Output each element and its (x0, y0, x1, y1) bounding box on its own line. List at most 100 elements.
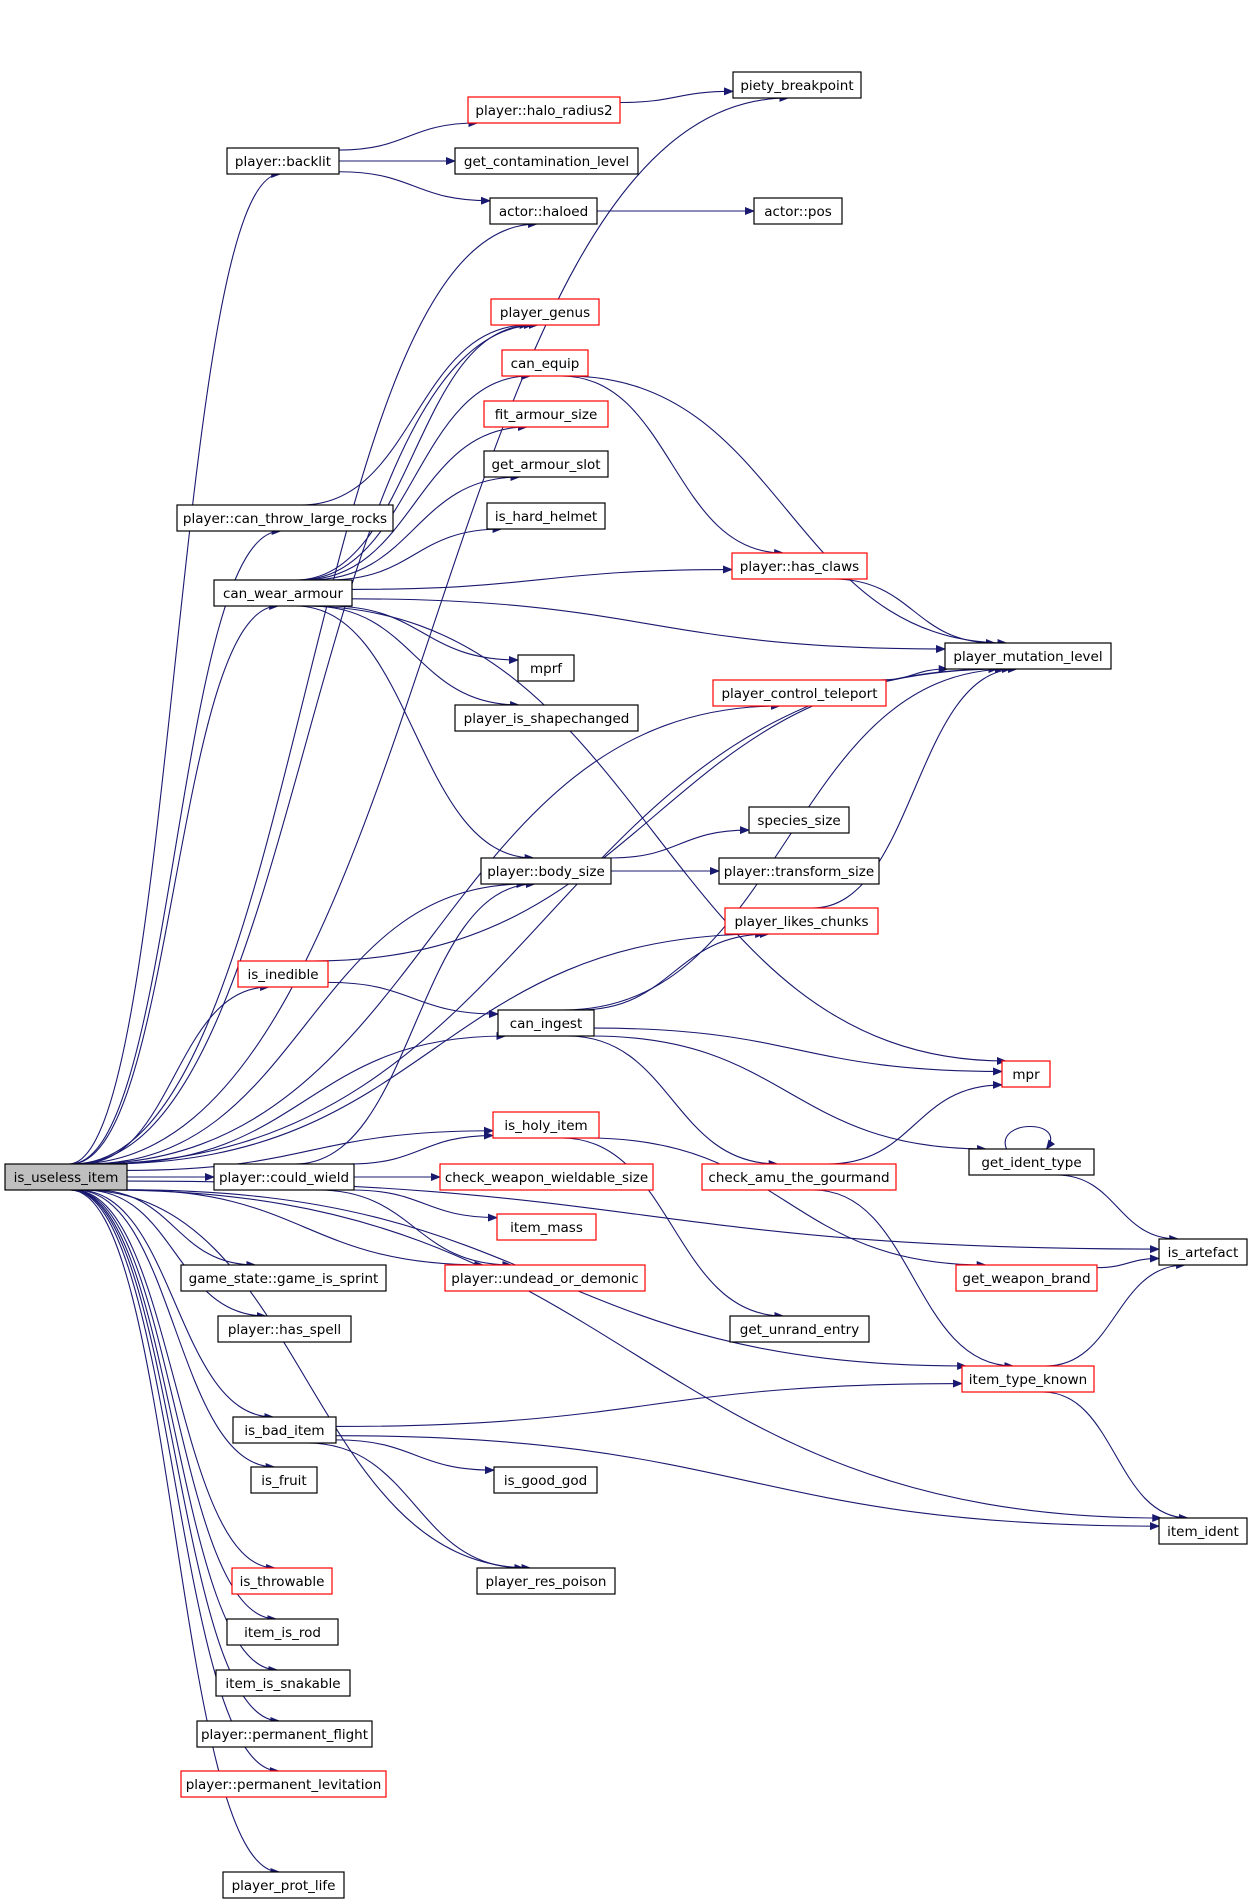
node-label: player_is_shapechanged (464, 711, 630, 727)
node-box (213, 1163, 355, 1191)
node-is-fruit[interactable]: is_fruit (250, 1466, 318, 1494)
node-player-prot-life[interactable]: player_prot_life (222, 1871, 345, 1899)
edge-can_wear_armour-to-mpr (303, 605, 1007, 1065)
node-box (497, 1009, 595, 1037)
node-player-has-claws[interactable]: player::has_claws (731, 552, 868, 580)
node-get-ident-type[interactable]: get_ident_type (968, 1148, 1095, 1176)
node-player-is-shapechanged[interactable]: player_is_shapechanged (454, 704, 639, 732)
edge-is_useless_item-to-can_throw (70, 527, 282, 1165)
node-player-control-teleport[interactable]: player_control_teleport (712, 679, 887, 707)
node-label: can_equip (511, 356, 580, 372)
node-check-amu-the-gourmand[interactable]: check_amu_the_gourmand (701, 1163, 897, 1191)
node-player-body-size[interactable]: player::body_size (480, 857, 612, 885)
node-player-res-poison[interactable]: player_res_poison (476, 1567, 616, 1595)
edge-get_weapon_brand-to-is_artefact (1096, 1254, 1160, 1269)
node-can-ingest[interactable]: can_ingest (497, 1009, 595, 1037)
node-piety-breakpoint[interactable]: piety_breakpoint (732, 71, 862, 99)
node-check-weapon-wieldable-size[interactable]: check_weapon_wieldable_size (439, 1163, 654, 1191)
node-species-size[interactable]: species_size (748, 806, 850, 834)
node-box (467, 96, 621, 124)
node-label: player::has_spell (228, 1322, 341, 1338)
node-player-can-throw-large-rocks[interactable]: player::can_throw_large_rocks (176, 504, 394, 532)
edge-is_useless_item-to-is_fruit (75, 1189, 276, 1471)
node-label: actor::haloed (499, 204, 588, 220)
node-player-permanent-levitation[interactable]: player::permanent_levitation (180, 1770, 387, 1798)
node-label: item_is_snakable (225, 1676, 340, 1692)
node-label: species_size (757, 813, 840, 829)
node-box (215, 1669, 351, 1697)
node-box (222, 1871, 345, 1899)
edge-is_useless_item-to-is_bad_item (77, 1189, 275, 1421)
node-get-weapon-brand[interactable]: get_weapon_brand (955, 1264, 1098, 1292)
node-mpr[interactable]: mpr (1001, 1060, 1051, 1088)
node-is-useless-item[interactable]: is_useless_item (4, 1163, 128, 1191)
node-is-bad-item[interactable]: is_bad_item (232, 1416, 337, 1444)
node-mprf[interactable]: mprf (517, 654, 575, 682)
edge-could_wield-to-is_holy_item (349, 1131, 494, 1165)
node-player-undead-or-demonic[interactable]: player::undead_or_demonic (444, 1264, 646, 1292)
node-box (217, 1315, 352, 1343)
node-item-is-rod[interactable]: item_is_rod (226, 1618, 339, 1646)
node-box (968, 1148, 1095, 1176)
node-is-good-god[interactable]: is_good_god (493, 1466, 598, 1494)
node-box (226, 147, 340, 175)
edge-is_bad_item-to-is_good_god (335, 1439, 495, 1475)
node-player-halo-radius2[interactable]: player::halo_radius2 (467, 96, 621, 124)
node-is-holy-item[interactable]: is_holy_item (492, 1111, 600, 1139)
node-item-mass[interactable]: item_mass (496, 1213, 597, 1241)
node-game-state-game-is-sprint[interactable]: game_state::game_is_sprint (180, 1264, 387, 1292)
node-is-throwable[interactable]: is_throwable (231, 1567, 333, 1595)
node-player-permanent-flight[interactable]: player::permanent_flight (196, 1720, 373, 1748)
node-player-could-wield[interactable]: player::could_wield (213, 1163, 355, 1191)
node-box (486, 502, 606, 530)
node-box (493, 1466, 598, 1494)
node-label: player::permanent_flight (201, 1727, 368, 1743)
node-get-unrand-entry[interactable]: get_unrand_entry (729, 1315, 870, 1343)
edge-can_ingest-to-check_amu (567, 1035, 779, 1168)
node-player-has-spell[interactable]: player::has_spell (217, 1315, 352, 1343)
node-box (731, 552, 868, 580)
node-player-genus[interactable]: player_genus (490, 298, 600, 326)
node-is-inedible[interactable]: is_inedible (237, 960, 329, 988)
edge-is_useless_item-to-item_is_rod (72, 1189, 278, 1623)
node-item-type-known[interactable]: item_type_known (961, 1365, 1095, 1393)
node-box (476, 1567, 616, 1595)
node-box (1158, 1517, 1248, 1545)
node-box (231, 1567, 333, 1595)
node-box (180, 1770, 387, 1798)
edge-is_useless_item-to-has_spell (84, 1189, 267, 1320)
edge-halo_radius2-to-piety_breakpoint (619, 87, 734, 104)
node-player-mutation-level[interactable]: player_mutation_level (944, 642, 1112, 670)
node-item-is-snakable[interactable]: item_is_snakable (215, 1669, 351, 1697)
node-player-backlit[interactable]: player::backlit (226, 147, 340, 175)
edge-is_holy_item-to-get_unrand_entry (562, 1137, 785, 1320)
node-box (444, 1264, 646, 1292)
node-label: get_contamination_level (464, 154, 629, 170)
node-label: fit_armour_size (495, 407, 598, 423)
edge-is_useless_item-to-can_wear_armour (70, 602, 280, 1165)
node-can-equip[interactable]: can_equip (501, 349, 589, 377)
node-can-wear-armour[interactable]: can_wear_armour (213, 579, 353, 607)
node-is-artefact[interactable]: is_artefact (1158, 1238, 1248, 1266)
node-is-hard-helmet[interactable]: is_hard_helmet (486, 502, 606, 530)
node-actor-pos[interactable]: actor::pos (753, 197, 843, 225)
node-label: is_fruit (261, 1473, 306, 1489)
node-label: player_control_teleport (721, 686, 877, 702)
node-box (729, 1315, 870, 1343)
node-label: player::has_claws (740, 559, 859, 575)
node-box (944, 642, 1112, 670)
edge-can_ingest-to-mpr (593, 1027, 1003, 1076)
node-box (250, 1466, 318, 1494)
node-box (196, 1720, 373, 1748)
node-fit-armour-size[interactable]: fit_armour_size (483, 400, 609, 428)
edge-check_amu-to-item_type_known (813, 1189, 1015, 1370)
node-box (176, 504, 394, 532)
node-player-transform-size[interactable]: player::transform_size (718, 857, 880, 885)
node-get-armour-slot[interactable]: get_armour_slot (483, 450, 609, 478)
node-player-likes-chunks[interactable]: player_likes_chunks (724, 907, 879, 935)
node-item-ident[interactable]: item_ident (1158, 1517, 1248, 1545)
node-actor-haloed[interactable]: actor::haloed (489, 197, 598, 225)
node-box (732, 71, 862, 99)
node-label: get_unrand_entry (740, 1322, 859, 1338)
node-get-contamination-level[interactable]: get_contamination_level (454, 147, 639, 175)
